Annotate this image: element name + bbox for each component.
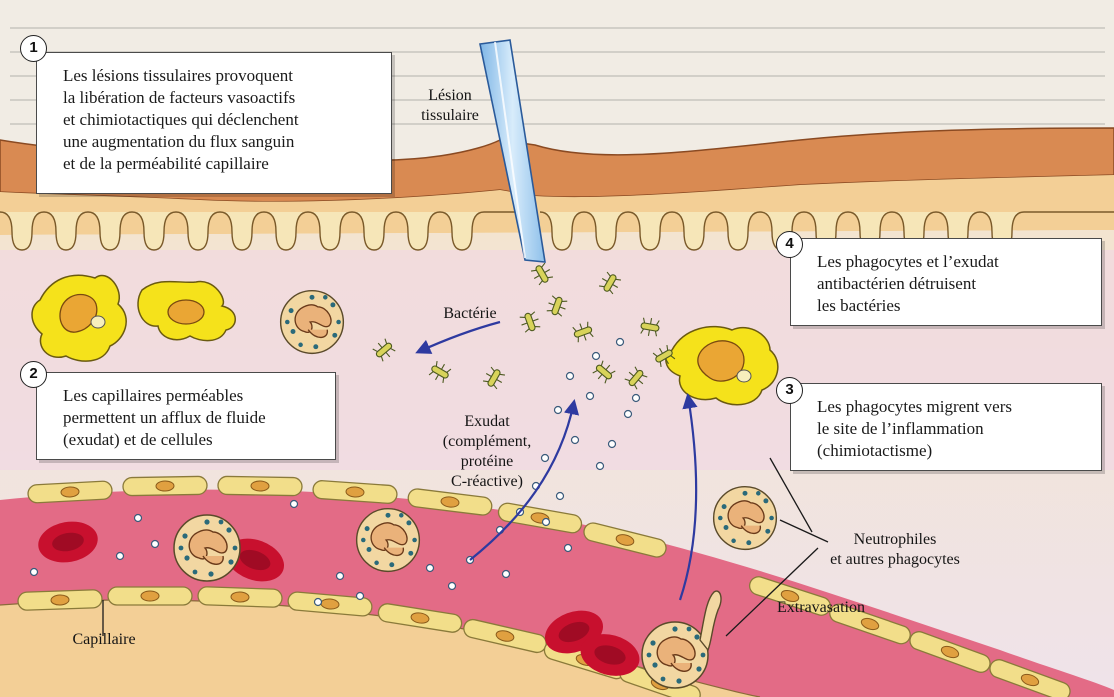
step-3-box: Les phagocytes migrent vers le site de l… bbox=[790, 383, 1102, 471]
step-2-text-line-1: Les capillaires perméables bbox=[63, 385, 321, 407]
step-4-text-line-2: antibactérien détruisent bbox=[817, 273, 1087, 295]
label-bacterie: Bactérie bbox=[425, 304, 515, 324]
label-lesion: Lésion tissulaire bbox=[405, 86, 495, 126]
label-lesion-line-1: Lésion bbox=[405, 86, 495, 106]
step-1-number: 1 bbox=[20, 35, 47, 62]
step-3-text-line-2: le site de l’inflammation bbox=[817, 418, 1087, 440]
step-1-text-line-2: la libération de facteurs vasoactifs bbox=[63, 87, 377, 109]
step-1-text-line-4: une augmentation du flux sanguin bbox=[63, 131, 377, 153]
step-3-number: 3 bbox=[776, 377, 803, 404]
step-1-text-line-1: Les lésions tissulaires provoquent bbox=[63, 65, 377, 87]
step-3-text-line-1: Les phagocytes migrent vers bbox=[817, 396, 1087, 418]
label-exudat-line-1: Exudat bbox=[424, 412, 550, 432]
step-4-text-line-3: les bactéries bbox=[817, 295, 1087, 317]
label-lesion-line-2: tissulaire bbox=[405, 106, 495, 126]
step-2-text-line-3: (exudat) et de cellules bbox=[63, 429, 321, 451]
step-2-box: Les capillaires perméables permettent un… bbox=[36, 372, 336, 460]
label-neutrophiles-line-1: Neutrophiles bbox=[800, 530, 990, 550]
step-4-text-line-1: Les phagocytes et l’exudat bbox=[817, 251, 1087, 273]
label-exudat: Exudat (complément, protéine C-réactive) bbox=[424, 412, 550, 492]
step-4-box: Les phagocytes et l’exudat antibactérien… bbox=[790, 238, 1102, 326]
step-1-box: Les lésions tissulaires provoquent la li… bbox=[36, 52, 392, 194]
step-3-text-line-3: (chimiotactisme) bbox=[817, 440, 1087, 462]
label-neutrophiles-line-2: et autres phagocytes bbox=[800, 550, 990, 570]
step-2-text-line-2: permettent un afflux de fluide bbox=[63, 407, 321, 429]
step-1-text-line-5: et de la perméabilité capillaire bbox=[63, 153, 377, 175]
label-exudat-line-3: protéine bbox=[424, 452, 550, 472]
label-exudat-line-2: (complément, bbox=[424, 432, 550, 452]
label-capillaire: Capillaire bbox=[62, 630, 146, 650]
step-1-text-line-3: et chimiotactiques qui déclenchent bbox=[63, 109, 377, 131]
label-extravasation: Extravasation bbox=[762, 598, 880, 618]
label-exudat-line-4: C-réactive) bbox=[424, 472, 550, 492]
label-neutrophiles: Neutrophiles et autres phagocytes bbox=[800, 530, 990, 570]
step-4-number: 4 bbox=[776, 231, 803, 258]
step-2-number: 2 bbox=[20, 361, 47, 388]
